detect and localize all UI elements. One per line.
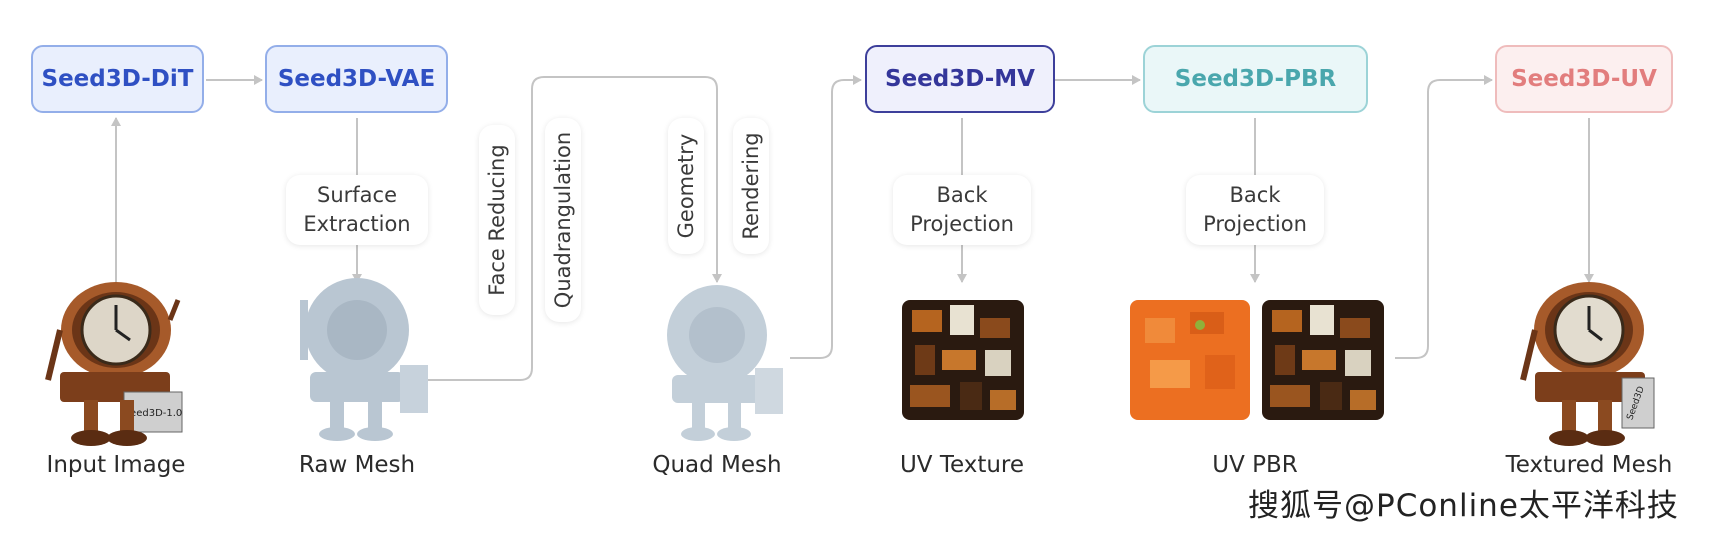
quad-mesh-image [667, 285, 783, 441]
robot-sign-text: Seed3D-1.0 [124, 408, 183, 419]
node-seed3d-dit-label: Seed3D-DiT [41, 66, 194, 92]
caption-quad-mesh: Quad Mesh [652, 452, 782, 478]
uv-pbr-orange-map [1130, 300, 1250, 420]
caption-input-image: Input Image [46, 452, 186, 478]
caption-uv-texture: UV Texture [899, 452, 1025, 478]
label-rendering: Rendering [733, 118, 769, 254]
label-back-projection-pbr: Back Projection [1186, 175, 1324, 245]
caption-textured-mesh: Textured Mesh [1505, 452, 1673, 478]
label-geometry-text: Geometry [674, 133, 698, 239]
node-seed3d-vae: Seed3D-VAE [265, 45, 448, 113]
node-seed3d-mv: Seed3D-MV [865, 45, 1055, 113]
label-rendering-text: Rendering [739, 132, 763, 240]
arrow-quadmesh-to-mv [790, 75, 862, 359]
label-surface-extraction-line2: Extraction [303, 212, 411, 236]
connector-lines [111, 75, 1594, 381]
watermark-text: 搜狐号@PConline太平洋科技 [1248, 488, 1679, 524]
caption-uv-pbr: UV PBR [1212, 452, 1298, 478]
label-surface-extraction: Surface Extraction [286, 175, 428, 245]
uv-texture-image [902, 300, 1024, 420]
node-seed3d-uv-label: Seed3D-UV [1511, 66, 1657, 92]
label-back-projection-mv-line1: Back [936, 183, 988, 207]
textured-mesh-image: Seed3D [1520, 282, 1655, 446]
label-back-projection-pbr-line2: Projection [1203, 212, 1307, 236]
node-seed3d-vae-label: Seed3D-VAE [277, 66, 436, 92]
label-geometry: Geometry [668, 118, 704, 254]
label-quadrangulation: Quadrangulation [545, 118, 581, 322]
label-surface-extraction-line1: Surface [316, 183, 397, 207]
node-seed3d-pbr-label: Seed3D-PBR [1174, 66, 1337, 92]
label-face-reducing: Face Reducing [479, 125, 515, 315]
label-back-projection-mv: Back Projection [893, 175, 1031, 245]
node-seed3d-uv: Seed3D-UV [1495, 45, 1673, 113]
label-face-reducing-text: Face Reducing [485, 144, 509, 296]
input-robot-image: Seed3D-1.0 [45, 282, 183, 446]
arrow-rawmesh-to-quadmesh [426, 76, 722, 381]
node-seed3d-mv-label: Seed3D-MV [885, 66, 1035, 92]
raw-mesh-image [300, 278, 428, 441]
label-back-projection-mv-line2: Projection [910, 212, 1014, 236]
caption-raw-mesh: Raw Mesh [298, 452, 416, 478]
label-back-projection-pbr-line1: Back [1229, 183, 1281, 207]
uv-pbr-albedo-map [1262, 300, 1384, 420]
label-quadrangulation-text: Quadrangulation [551, 131, 575, 309]
arrow-uvpbr-to-uv [1395, 75, 1493, 359]
node-seed3d-pbr: Seed3D-PBR [1143, 45, 1368, 113]
node-seed3d-dit: Seed3D-DiT [31, 45, 204, 113]
